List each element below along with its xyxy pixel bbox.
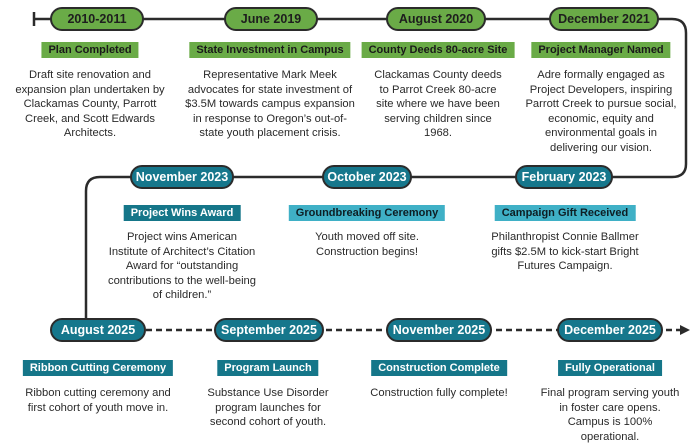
desc-project-wins-award: Project wins American Institute of Archi… — [107, 231, 256, 302]
timeline-arrowhead-icon — [680, 325, 690, 335]
date-pill-november-2025: November 2025 — [386, 318, 492, 342]
tag-ribbon-cutting: Ribbon Cutting Ceremony — [22, 360, 174, 376]
tag-project-manager: Project Manager Named — [531, 42, 671, 58]
desc-plan-completed: Draft site renovation and expansion plan… — [15, 69, 165, 140]
timeline-line-row2 — [84, 17, 688, 330]
tag-state-investment: State Investment in Campus — [189, 42, 351, 58]
date-pill-october-2023: October 2023 — [322, 165, 412, 189]
desc-construction-complete: Construction fully complete! — [370, 387, 508, 399]
date-pill-december-2021: December 2021 — [549, 7, 659, 31]
tag-project-wins-award: Project Wins Award — [123, 205, 241, 221]
date-pill-november-2023: November 2023 — [130, 165, 234, 189]
date-pill-february-2023: February 2023 — [515, 165, 613, 189]
tag-program-launch: Program Launch — [217, 360, 319, 376]
desc-project-manager: Adre formally engaged as Project Develop… — [525, 69, 677, 154]
date-pill-2010-2011: 2010-2011 — [50, 7, 144, 31]
desc-campaign-gift: Philanthropist Connie Ballmer gifts $2.5… — [491, 231, 639, 273]
tag-groundbreaking: Groundbreaking Ceremony — [288, 205, 446, 221]
tag-campaign-gift: Campaign Gift Received — [494, 205, 636, 221]
tag-plan-completed: Plan Completed — [41, 42, 139, 58]
desc-state-investment: Representative Mark Meek advocates for s… — [185, 69, 355, 140]
tag-fully-operational: Fully Operational — [558, 360, 662, 376]
desc-program-launch: Substance Use Disorder program launches … — [207, 387, 329, 429]
date-pill-august-2020: August 2020 — [386, 7, 486, 31]
desc-county-deeds: Clackamas County deeds to Parrot Creek 8… — [374, 69, 502, 140]
date-pill-august-2025: August 2025 — [50, 318, 146, 342]
date-pill-september-2025: September 2025 — [214, 318, 324, 342]
date-pill-december-2025: December 2025 — [557, 318, 663, 342]
tag-construction-complete: Construction Complete — [371, 360, 507, 376]
desc-ribbon-cutting: Ribbon cutting ceremony and first cohort… — [25, 387, 171, 414]
tag-county-deeds: County Deeds 80-acre Site — [361, 42, 515, 58]
desc-groundbreaking: Youth moved off site. Construction begin… — [315, 231, 419, 258]
date-pill-june-2019: June 2019 — [224, 7, 318, 31]
desc-fully-operational: Final program serving youth in foster ca… — [540, 387, 680, 443]
